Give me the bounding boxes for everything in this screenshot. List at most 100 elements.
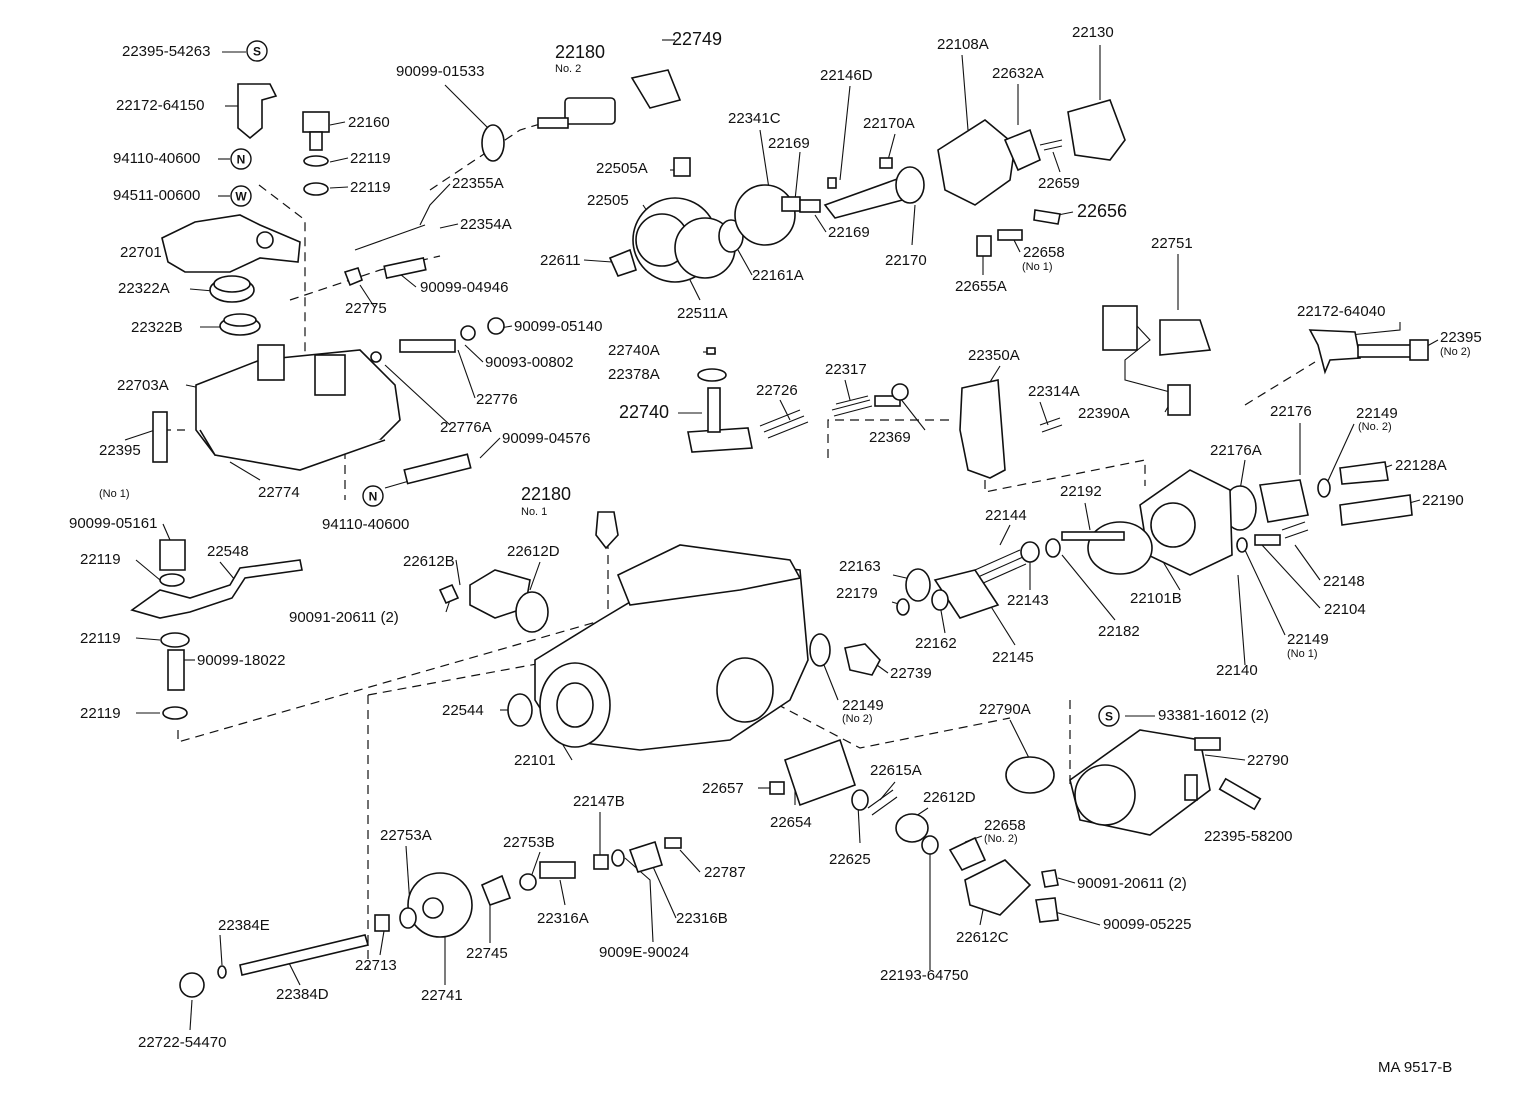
part-label-p114: 22753B <box>503 834 555 851</box>
part-oring <box>515 591 549 633</box>
part-label-p44: 22656 <box>1077 201 1127 221</box>
part-piston-b <box>628 840 664 873</box>
part-label-p80: 22140 <box>1216 662 1258 679</box>
part-label-p29: 22505A <box>596 160 648 177</box>
part-key <box>781 196 801 212</box>
diagram-reference-code: MA 9517-B <box>1378 1059 1452 1076</box>
part-label-p97: 22790A <box>979 701 1031 718</box>
part-label-p57: 22740 <box>619 402 669 422</box>
part-label-p92: 22544 <box>442 702 484 719</box>
circled-symbol-sym03: W <box>230 185 252 207</box>
part-label-p58: 22726 <box>756 382 798 399</box>
part-key <box>673 157 691 177</box>
part-cam-disc <box>1067 99 1126 161</box>
part-label-p113: 22787 <box>704 864 746 881</box>
part-label-p75: 22101B <box>1130 590 1182 607</box>
part-label-p37: 22146D <box>820 67 873 84</box>
part-sensor-body <box>1159 319 1212 356</box>
part-spring <box>1039 139 1063 151</box>
part-label-p91: 22119 <box>80 705 121 722</box>
part-label-p111: 22193-64750 <box>880 967 968 984</box>
part-label-p52: 22390A <box>1078 405 1130 422</box>
part-number-labels: 22395-5426322172-6415094110-4060094511-0… <box>69 24 1482 1051</box>
variant-label-s04: (No 2) <box>1440 346 1471 358</box>
part-label-p49: 22172-64040 <box>1297 303 1385 320</box>
part-label-p74: 22182 <box>1098 623 1140 640</box>
part-spring <box>974 549 1027 585</box>
part-plunger-pin <box>874 395 901 407</box>
part-cover-c <box>964 859 1032 916</box>
part-label-p41: 22632A <box>992 65 1044 82</box>
part-washer <box>851 789 869 811</box>
part-lever-pin <box>256 231 274 249</box>
part-oring <box>809 633 831 667</box>
part-solenoid-no1 <box>595 511 619 550</box>
part-clip <box>706 347 716 355</box>
part-actuator-dial <box>1074 764 1136 826</box>
part-label-p115: 22753A <box>380 827 432 844</box>
part-label-p40: 22108A <box>937 36 989 53</box>
part-label-p03: 94110-40600 <box>113 150 200 167</box>
part-washer <box>931 589 949 611</box>
part-label-p28: 22749 <box>672 29 722 49</box>
part-label-p54: 22350A <box>968 347 1020 364</box>
part-label-p122: 22384E <box>218 917 270 934</box>
part-connector <box>1102 305 1138 351</box>
part-washer <box>1236 537 1248 553</box>
part-plunger-head <box>891 383 909 401</box>
part-bolt-shank <box>309 131 323 151</box>
part-cover-boss <box>257 344 285 381</box>
part-oil-seal <box>507 693 533 727</box>
part-label-p59: 22317 <box>825 361 867 378</box>
part-label-p04: 94511-00600 <box>113 187 200 204</box>
part-pin <box>769 781 785 795</box>
part-spring <box>1281 521 1309 539</box>
symbol-circle <box>246 40 268 62</box>
part-oring-large <box>1005 756 1055 794</box>
variant-label-s03: (No 1) <box>1022 261 1053 273</box>
part-screw <box>664 837 682 849</box>
symbol-letter: S <box>253 45 261 59</box>
part-label-p104: 22612D <box>923 789 976 806</box>
part-label-p71: 22162 <box>915 635 957 652</box>
part-label-p15: 90099-01533 <box>396 63 484 80</box>
symbol-circle <box>1098 705 1120 727</box>
circled-symbol-sym01: S <box>246 40 268 62</box>
circled-symbol-sym02: N <box>230 148 252 170</box>
part-washer <box>921 835 939 855</box>
part-cap-nut <box>159 539 186 571</box>
part-head-bore <box>1150 502 1196 548</box>
symbol-circle <box>230 148 252 170</box>
part-valve-body <box>1259 479 1309 523</box>
part-label-p17: 22354A <box>460 216 512 233</box>
symbol-letter: S <box>1105 710 1113 724</box>
part-lever-bracket <box>237 83 278 140</box>
part-bolt-head <box>302 111 330 133</box>
part-label-p25: 94110-40600 <box>322 516 409 533</box>
part-label-p77: 22104 <box>1324 601 1366 618</box>
part-label-p70: 22179 <box>836 585 878 602</box>
part-spring-seat <box>1020 541 1040 563</box>
part-spring <box>867 789 898 816</box>
part-lever-assembly <box>959 379 1006 479</box>
part-label-p45: 22658 <box>1023 244 1065 261</box>
part-label-p22: 22776 <box>476 391 518 408</box>
part-label-p76: 22148 <box>1323 573 1365 590</box>
part-washer <box>896 598 910 616</box>
part-label-p56: 22378A <box>608 366 660 383</box>
part-bolt-head <box>1409 339 1429 361</box>
part-label-p16: 22355A <box>452 175 504 192</box>
part-label-p100: 22395-58200 <box>1204 828 1292 845</box>
part-clip <box>1033 209 1061 225</box>
part-label-p60: 22369 <box>869 429 911 446</box>
part-label-p13: 22119 <box>350 150 391 167</box>
part-label-p61: 22176A <box>1210 442 1262 459</box>
part-plunger <box>707 387 721 433</box>
part-lever <box>161 214 301 273</box>
part-pin <box>827 177 837 189</box>
part-label-p99: 22790 <box>1247 752 1289 769</box>
part-label-p68: 22144 <box>985 507 1027 524</box>
part-label-p35: 22169 <box>828 224 870 241</box>
